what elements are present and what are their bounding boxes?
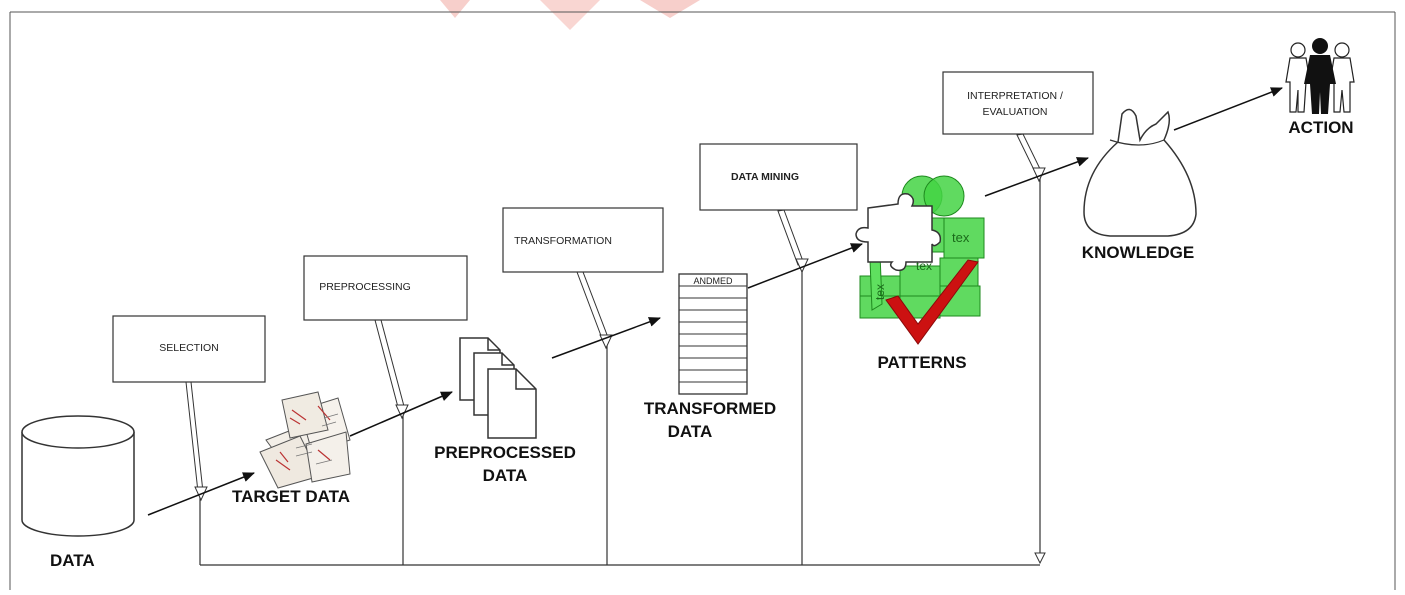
data-mining-label: DATA MINING [731,171,799,183]
feedback-lines [199,175,1040,566]
cube-text-4: tex [873,284,887,300]
preprocessed-label-1: PREPROCESSED [434,443,576,462]
selection-label: SELECTION [159,342,219,354]
action-label: ACTION [1288,118,1353,137]
table-header: ANDMED [693,276,733,286]
knowledge-label: KNOWLEDGE [1082,243,1194,262]
data-label: DATA [50,551,95,570]
transformed-table-icon: ANDMED [678,273,748,395]
diagram-frame [9,11,1396,590]
paper-pile-icon [259,391,351,489]
transformed-label-2: DATA [668,422,713,441]
people-action-icon [1285,38,1355,114]
knowledge-bag-icon [1083,108,1197,237]
document-stack-icon [459,337,537,439]
transformed-label-1: TRANSFORMED [644,399,776,418]
step-box-interpretation: INTERPRETATION / EVALUATION [942,71,1094,135]
target-data-label: TARGET DATA [232,487,350,506]
step-connector-triangles [194,167,1046,502]
preprocessing-label: PREPROCESSING [319,281,411,293]
flow-arrows [147,87,1283,516]
transformation-label: TRANSFORMATION [514,235,612,247]
step-box-preprocessing: PREPROCESSING [303,255,468,321]
step-box-selection: SELECTION [112,315,266,383]
cube-text-1: tex [952,230,970,245]
step-box-data-mining: DATA MINING [699,143,858,211]
interpretation-label-2: EVALUATION [983,106,1048,118]
watermark [440,0,700,30]
database-cylinder-icon [21,415,135,537]
patterns-label: PATTERNS [877,353,966,372]
preprocessed-label-2: DATA [483,466,528,485]
step-box-transformation: TRANSFORMATION [502,207,664,273]
interpretation-label-1: INTERPRETATION / [967,90,1063,102]
patterns-icon: tex tex tex tex [855,175,985,345]
